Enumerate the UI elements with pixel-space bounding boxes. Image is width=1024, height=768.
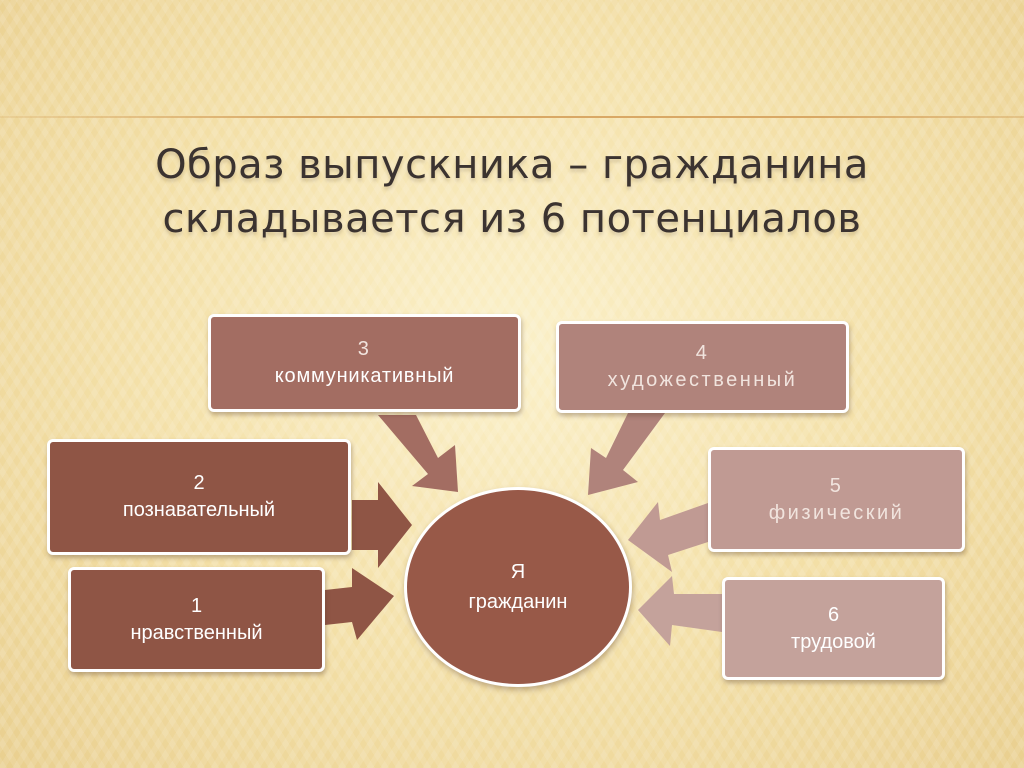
- arrow-5-to-center: [628, 502, 708, 572]
- slide-title-line-2: складывается из 6 потенциалов: [162, 196, 862, 242]
- potential-3-number: 3: [357, 338, 372, 360]
- potential-box-3: 3 коммуникативный: [208, 314, 521, 412]
- potential-6-number: 6: [827, 603, 840, 626]
- potential-1-label: нравственный: [130, 621, 263, 644]
- arrow-2-to-center: [352, 482, 412, 568]
- potential-box-2: 2 познавательный: [47, 439, 351, 555]
- title-rule: [0, 116, 1024, 118]
- center-line-2: гражданин: [468, 591, 568, 613]
- potential-4-label: художественный: [607, 369, 798, 391]
- potential-box-1: 1 нравственный: [68, 567, 325, 672]
- slide-title-line-1: Образ выпускника – гражданина: [155, 142, 869, 188]
- arrow-4-to-center: [588, 413, 665, 495]
- center-citizen-circle: Я гражданин: [404, 487, 632, 687]
- potential-2-number: 2: [193, 472, 205, 494]
- arrow-1-to-center: [325, 568, 394, 640]
- potential-box-6: 6 трудовой: [722, 577, 945, 680]
- potential-2-label: познавательный: [122, 499, 276, 521]
- potential-5-number: 5: [829, 474, 844, 497]
- potential-box-5: 5 физический: [708, 447, 965, 552]
- potential-1-number: 1: [190, 594, 203, 617]
- center-line-1: Я: [510, 561, 526, 583]
- slide-title: Образ выпускника – гражданина складывает…: [0, 138, 1024, 246]
- arrow-6-to-center: [638, 576, 722, 646]
- potential-6-label: трудовой: [791, 630, 876, 653]
- arrow-3-to-center: [378, 415, 458, 492]
- potential-3-label: коммуникативный: [274, 365, 455, 387]
- potential-4-number: 4: [695, 342, 710, 364]
- potential-box-4: 4 художественный: [556, 321, 849, 413]
- potential-5-label: физический: [768, 501, 905, 524]
